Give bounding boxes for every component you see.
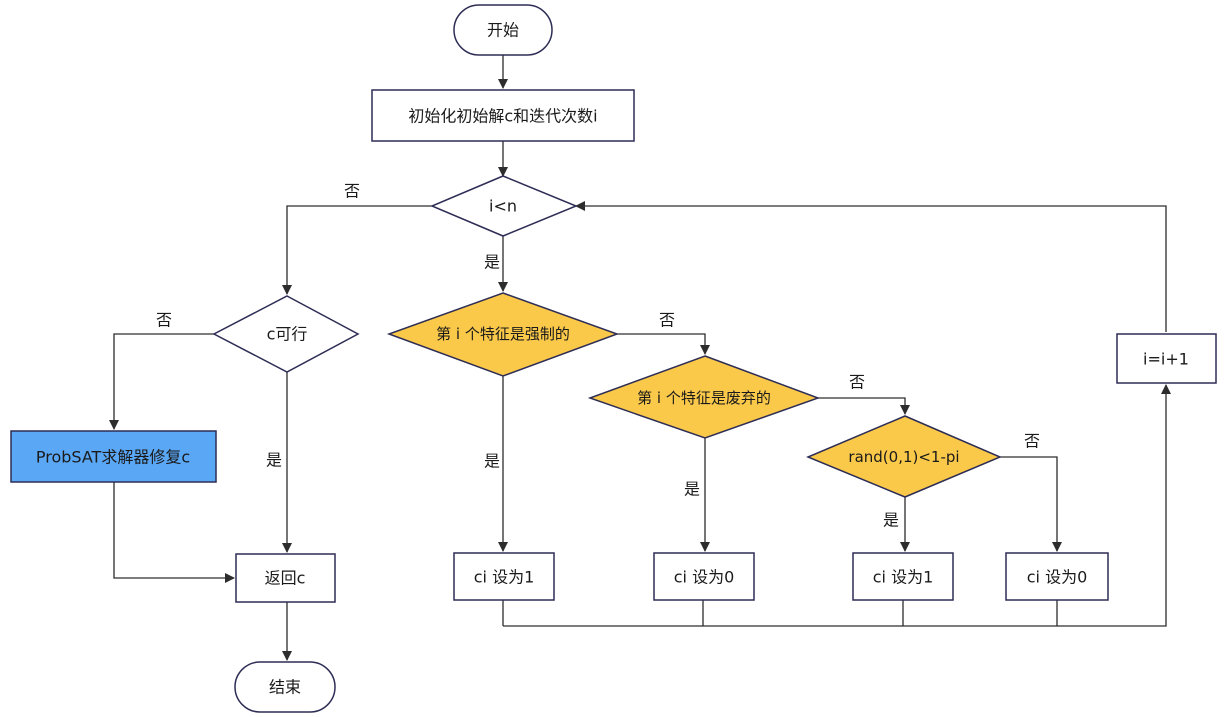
repair-process	[10, 430, 217, 483]
forced-yes-label: 是	[484, 452, 500, 471]
set1b-label: ci 设为1	[873, 568, 934, 587]
abandoned-yes-label: 是	[684, 480, 700, 499]
repair-label: ProbSAT求解器修复c	[36, 448, 190, 467]
loop-yes-label: 是	[484, 253, 500, 272]
forced-no-label: 否	[659, 311, 675, 330]
set1a-label: ci 设为1	[474, 568, 535, 587]
rand-yes-label: 是	[883, 511, 899, 530]
feasible-decision	[212, 295, 360, 373]
end-terminal	[234, 661, 336, 713]
return-process	[235, 553, 336, 603]
set0a-label: ci 设为0	[674, 568, 735, 587]
rand-decision	[806, 415, 1002, 498]
edge-increment-loop	[575, 201, 1167, 332]
end-label: 结束	[269, 678, 301, 697]
edge-repair-return	[113, 482, 235, 583]
forced-decision	[386, 292, 620, 377]
feasible-yes-label: 是	[266, 451, 282, 470]
edge-loop-no	[282, 205, 432, 295]
increment-process	[1116, 333, 1217, 384]
edge-abandoned-no	[818, 397, 910, 415]
loop-no-label: 否	[344, 182, 360, 201]
init-process	[371, 89, 635, 142]
edge-rand-no	[1000, 456, 1062, 552]
set0b-label: ci 设为0	[1027, 568, 1088, 587]
shapes	[10, 4, 1217, 713]
feasible-no-label: 否	[156, 311, 172, 330]
connectors	[109, 55, 1171, 661]
start-terminal	[453, 4, 553, 56]
edge-forced-no	[617, 333, 710, 355]
forced-check-label: 第 i 个特征是强制的	[436, 325, 570, 343]
feasible-check-label: c可行	[267, 325, 308, 344]
loop-check-label: i<n	[489, 197, 517, 216]
start-label: 开始	[487, 21, 519, 40]
increment-label: i=i+1	[1143, 350, 1189, 369]
abandoned-no-label: 否	[849, 373, 865, 392]
rand-no-label: 否	[1024, 432, 1040, 451]
abandoned-decision	[587, 355, 821, 439]
set1b-process	[852, 552, 954, 601]
node-labels: 开始 初始化初始解c和迭代次数i i<n c可行 ProbSAT求解器修复c 返…	[36, 21, 1189, 697]
set0a-process	[653, 552, 755, 601]
init-label: 初始化初始解c和迭代次数i	[408, 107, 597, 126]
set0b-process	[1005, 552, 1109, 601]
return-label: 返回c	[265, 569, 306, 588]
set1a-process	[453, 552, 555, 601]
edge-merge-increment	[503, 384, 1171, 627]
edge-labels: 否 是 否 是 否 是 否 是 否 是	[156, 182, 1040, 530]
abandoned-check-label: 第 i 个特征是废弃的	[637, 389, 771, 407]
edge-feasible-no	[109, 333, 214, 430]
loop-decision	[430, 175, 578, 237]
rand-check-label: rand(0,1)<1-pi	[848, 448, 959, 466]
